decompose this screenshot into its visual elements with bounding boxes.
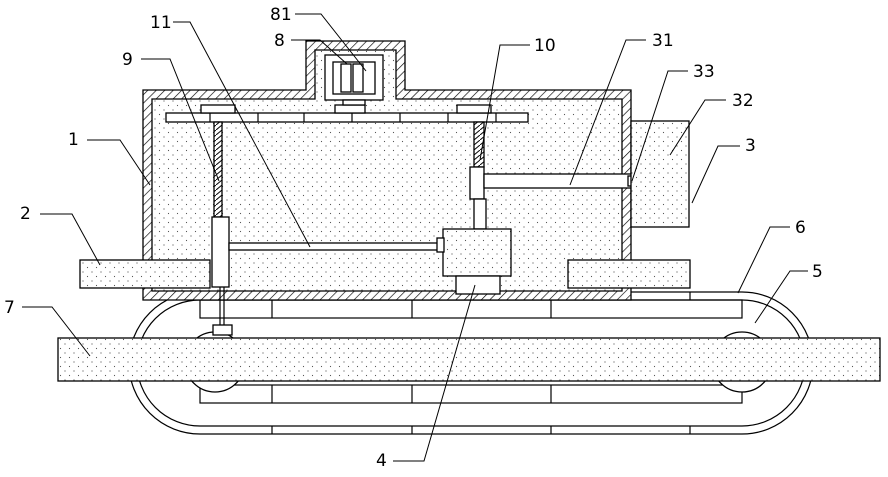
label-7: 7: [4, 298, 15, 318]
connecting-rod: [229, 243, 443, 250]
right-plate: [568, 260, 690, 288]
motor: [325, 55, 383, 105]
label-9: 9: [122, 50, 133, 70]
label-3: 3: [745, 136, 756, 156]
label-10: 10: [534, 36, 556, 56]
label-11: 11: [150, 13, 172, 33]
label-1: 1: [68, 130, 79, 150]
label-6: 6: [795, 218, 806, 238]
label-4: 4: [376, 451, 387, 471]
label-5: 5: [812, 262, 823, 282]
label-2: 2: [20, 204, 31, 224]
base-plate: [58, 338, 880, 381]
label-33: 33: [693, 62, 715, 82]
top-guide-rail: [166, 105, 528, 122]
label-8: 8: [274, 31, 285, 51]
label-81: 81: [270, 5, 292, 25]
side-sensor-box: [631, 121, 689, 227]
label-31: 31: [652, 31, 674, 51]
label-32: 32: [732, 91, 754, 111]
